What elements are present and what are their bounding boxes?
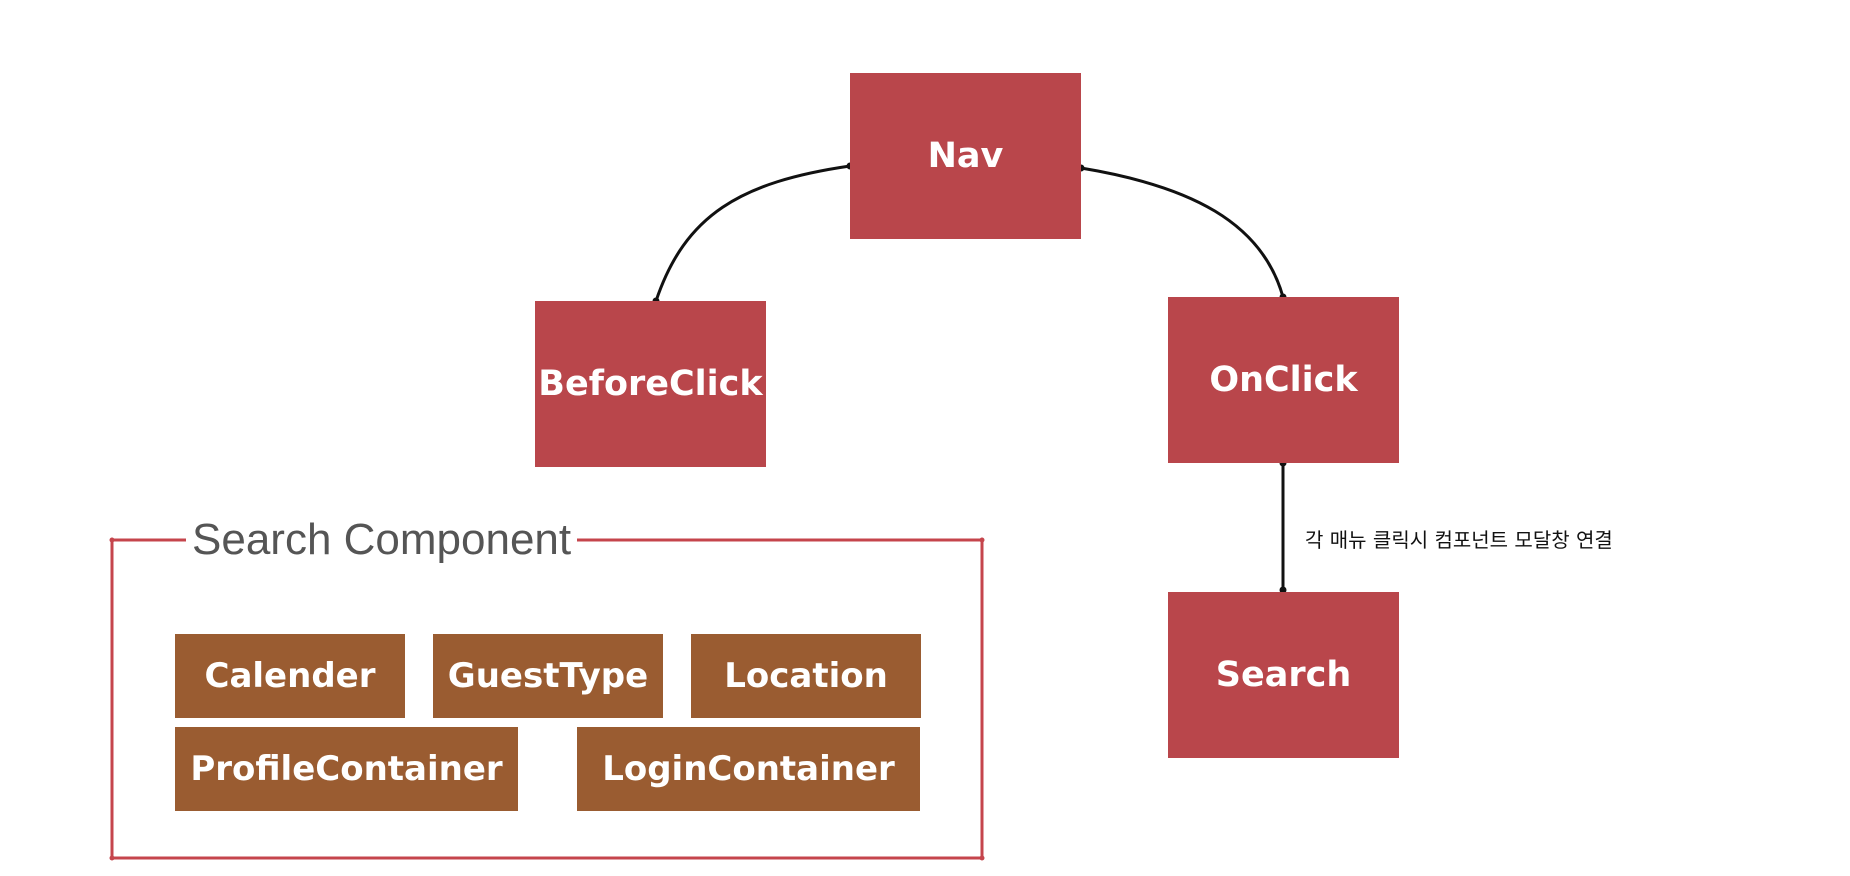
frame-corner-dot: [109, 537, 115, 543]
node-nav[interactable]: Nav: [850, 73, 1081, 239]
frame-corner-dot: [979, 855, 985, 861]
search-component-title: Search Component: [186, 513, 578, 567]
node-search[interactable]: Search: [1168, 592, 1399, 758]
component-location[interactable]: Location: [691, 634, 921, 718]
edge-label-onclick-search: 각 매뉴 클릭시 컴포넌트 모달창 연결: [1305, 528, 1613, 552]
node-beforeclick[interactable]: BeforeClick: [535, 301, 766, 467]
edge-nav-beforeclick: [654, 164, 851, 302]
frame-corner-dot: [109, 855, 115, 861]
node-onclick[interactable]: OnClick: [1168, 297, 1399, 463]
edge-nav-onclick: [1080, 166, 1285, 298]
component-calender[interactable]: Calender: [175, 634, 405, 718]
component-logincontainer[interactable]: LoginContainer: [577, 727, 920, 811]
component-guesttype[interactable]: GuestType: [433, 634, 663, 718]
component-profilecontainer[interactable]: ProfileContainer: [175, 727, 518, 811]
frame-corner-dot: [979, 537, 985, 543]
edge-onclick-search-end-dot: [1279, 586, 1287, 594]
